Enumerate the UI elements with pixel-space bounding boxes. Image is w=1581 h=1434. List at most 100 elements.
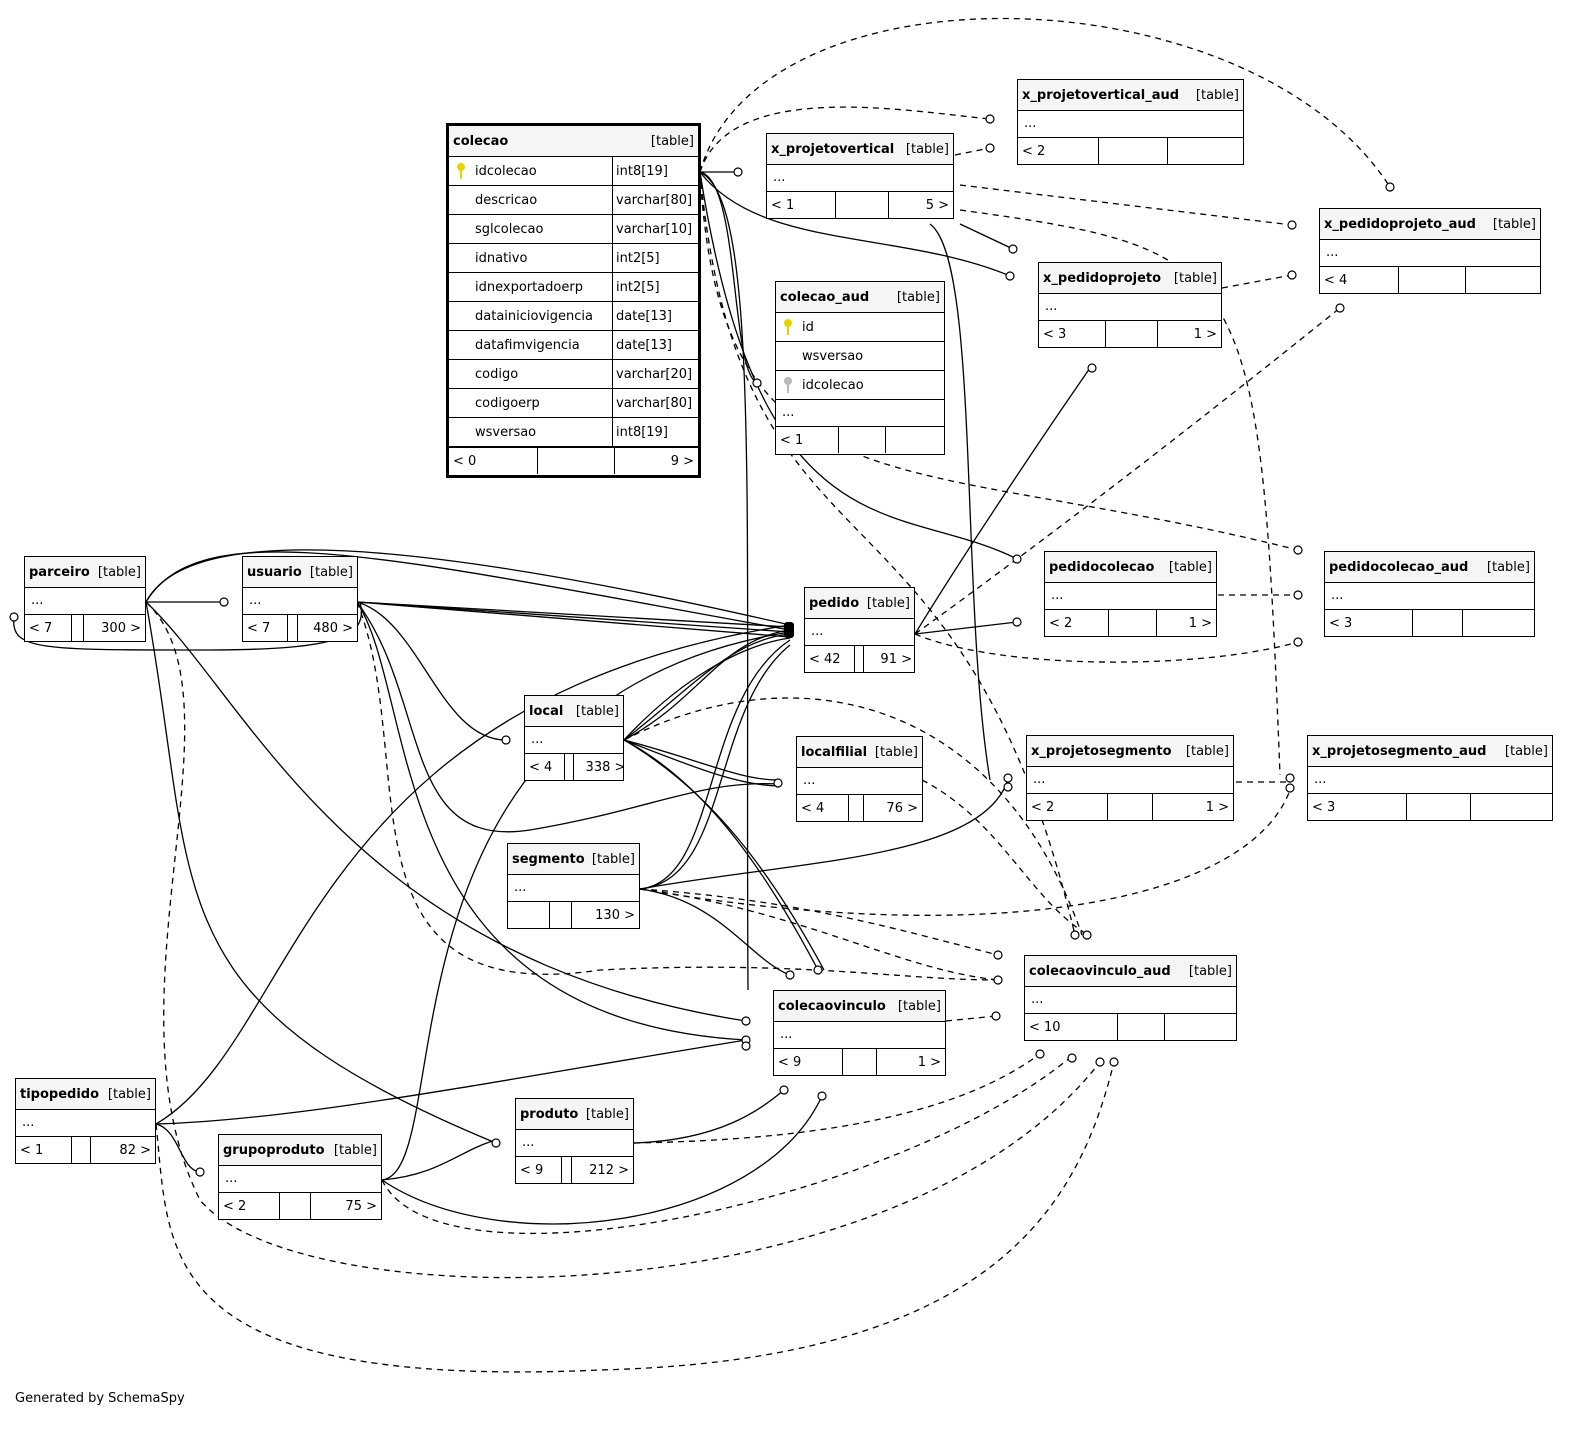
table-x_pedidoprojeto_aud[interactable]: x_pedidoprojeto_aud[table] ... < 4	[1319, 208, 1541, 294]
more-columns: ...	[1308, 767, 1552, 794]
parents-count[interactable]: < 7	[25, 615, 73, 641]
column-name: id	[802, 319, 814, 335]
mid-count	[855, 646, 865, 672]
children-count[interactable]: 212 >	[589, 1162, 629, 1178]
children-count[interactable]: 9 >	[670, 453, 694, 469]
table-name: colecao_aud	[780, 289, 870, 305]
children-count	[1168, 138, 1244, 164]
more-columns: ...	[776, 400, 944, 427]
children-count[interactable]: 338 >	[585, 759, 626, 775]
children-count[interactable]: 75 >	[345, 1198, 377, 1214]
parents-count[interactable]: < 1	[767, 192, 836, 218]
parents-count[interactable]: < 2	[219, 1193, 280, 1219]
rel-local-colecaovinculo-2	[623, 739, 825, 971]
table-pedidocolecao_aud[interactable]: pedidocolecao_aud[table] ... < 3	[1324, 551, 1535, 637]
children-count[interactable]: 1 >	[1188, 615, 1212, 631]
parents-count[interactable]: < 9	[774, 1049, 843, 1075]
parents-count[interactable]: < 0	[449, 448, 538, 474]
mid-count	[1099, 138, 1168, 164]
relationship-counts: < 7 300 >	[25, 615, 145, 641]
relationship-counts: < 4 338 >	[525, 754, 625, 780]
table-header: colecao [table]	[449, 126, 698, 157]
table-name: pedido	[809, 595, 860, 611]
rel-segmento-pedido-1	[639, 639, 791, 890]
table-colecaovinculo_aud[interactable]: colecaovinculo_aud[table] ... < 10	[1024, 955, 1237, 1041]
table-colecao_aud[interactable]: colecao_aud [table] id wsversao idcoleca…	[775, 281, 945, 455]
table-x_projetovertical_aud[interactable]: x_projetovertical_aud[table] ... < 2	[1017, 79, 1244, 165]
parents-count[interactable]: < 2	[1018, 138, 1099, 164]
more-columns: ...	[1325, 583, 1534, 610]
parents-count[interactable]: < 10	[1025, 1014, 1119, 1040]
parents-count[interactable]: < 4	[797, 795, 849, 821]
children-count[interactable]: 300 >	[101, 620, 141, 636]
table-type: [table]	[107, 1086, 151, 1102]
parents-count[interactable]: < 4	[525, 754, 566, 780]
table-x_projetosegmento_aud[interactable]: x_projetosegmento_aud[table] ... < 3	[1307, 735, 1553, 821]
parents-count[interactable]: < 2	[1045, 610, 1109, 636]
rel-local-localfilial-2	[623, 739, 779, 787]
rel-d-xpv-xppa	[959, 184, 1293, 226]
table-type: [table]	[1195, 87, 1239, 103]
children-count[interactable]: 91 >	[880, 651, 912, 667]
table-segmento[interactable]: segmento[table] ... 130 >	[507, 843, 640, 929]
relationship-counts: < 1 5 >	[767, 192, 953, 218]
parents-count[interactable]: < 3	[1325, 610, 1414, 636]
parents-count[interactable]: < 1	[776, 427, 839, 453]
parents-count[interactable]: < 42	[805, 646, 856, 672]
column-row[interactable]: id	[776, 313, 944, 342]
children-count[interactable]: 1 >	[917, 1054, 941, 1070]
relationship-counts: < 1 82 >	[16, 1137, 155, 1163]
children-count[interactable]: 5 >	[925, 197, 949, 213]
table-type: [table]	[896, 289, 940, 305]
more-columns: ...	[508, 875, 639, 902]
mid-count	[280, 1193, 312, 1219]
more-columns: ...	[516, 1130, 633, 1157]
parents-count[interactable]: < 3	[1039, 321, 1107, 347]
more-columns: ...	[774, 1022, 945, 1049]
parents-count[interactable]: < 7	[243, 615, 289, 641]
parents-count[interactable]: < 1	[16, 1137, 73, 1163]
relationship-counts: < 10	[1025, 1014, 1236, 1040]
children-count[interactable]: 82 >	[119, 1142, 151, 1158]
parents-count[interactable]: < 2	[1027, 794, 1109, 820]
table-name: x_pedidoprojeto	[1043, 270, 1162, 286]
children-count[interactable]: 76 >	[886, 800, 918, 816]
children-count[interactable]: 480 >	[313, 620, 353, 636]
column-row[interactable]: wsversao	[776, 342, 944, 371]
rel-tipopedido-pedido	[155, 624, 791, 1125]
parents-count[interactable]: < 3	[1308, 794, 1408, 820]
column-row[interactable]: idcolecao	[776, 371, 944, 400]
children-count[interactable]: 1 >	[1193, 326, 1217, 342]
table-type: [table]	[575, 703, 619, 719]
children-count[interactable]: 1 >	[1205, 799, 1229, 815]
parents-count[interactable]: < 9	[516, 1157, 563, 1183]
relationship-counts: < 3	[1308, 794, 1552, 820]
parents-count[interactable]: < 4	[1320, 267, 1400, 293]
children-count[interactable]: 130 >	[595, 907, 635, 923]
table-name: parceiro	[29, 564, 90, 580]
